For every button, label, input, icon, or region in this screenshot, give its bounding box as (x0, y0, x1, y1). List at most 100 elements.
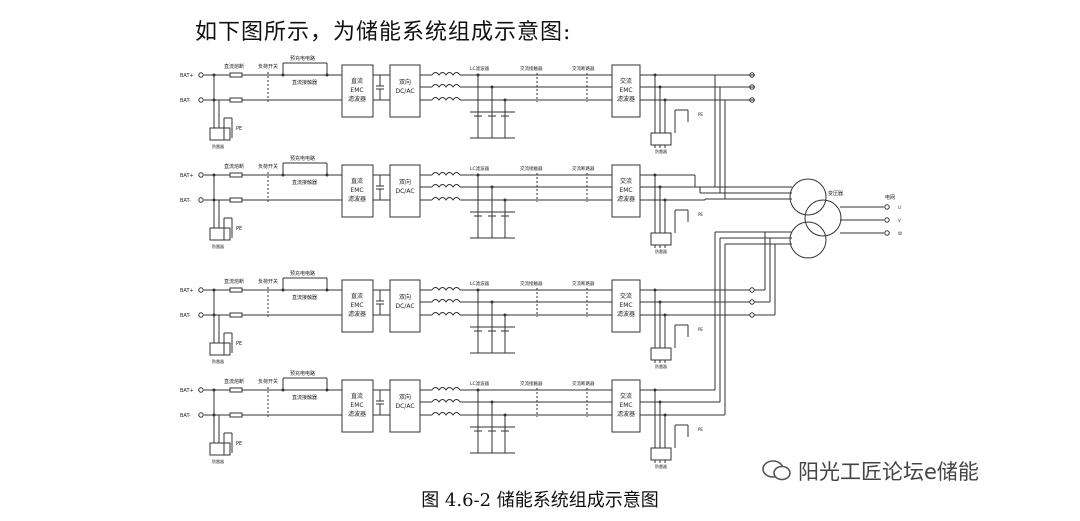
dc-emc-filter (341, 64, 374, 118)
dc-emc-label: 直流 (351, 177, 363, 185)
dcac-label: 双向 (399, 178, 411, 186)
ac-emc-filter (611, 279, 641, 333)
ac-emc-label: EMC (619, 402, 632, 409)
dcac-label: DC/AC (395, 88, 414, 95)
dc-fuse (229, 172, 243, 178)
surge-protector (209, 127, 231, 141)
watermark-text: 阳光工匠论坛e储能 (798, 460, 979, 484)
phase-label: W (898, 231, 902, 236)
dc-contactor-label: 直流接触器 (292, 79, 317, 86)
terminal (884, 204, 890, 210)
junction-dot (281, 388, 285, 392)
dc-fuse (229, 97, 243, 103)
dc-emc-label: 滤波器 (348, 310, 366, 318)
lc-inductor (431, 299, 461, 303)
terminal (749, 299, 755, 305)
junction-dot (325, 73, 329, 77)
terminal (198, 412, 204, 418)
ac-breaker-label: 交流断路器 (572, 65, 595, 72)
dc-emc-filter (341, 164, 374, 218)
bat-pos-label: BAT+ (180, 388, 194, 394)
dc-fuse (229, 312, 243, 318)
bat-neg-label: BAT- (180, 413, 191, 419)
dc-emc-label: 直流 (351, 77, 363, 85)
precharge-label: 预充电电路 (290, 370, 315, 377)
dc-emc-label: EMC (350, 87, 363, 94)
lc-filter-label: LC滤波器 (470, 380, 490, 387)
dc-emc-filter (341, 379, 374, 433)
bat-pos-label: BAT+ (180, 288, 194, 294)
ac-surge-label: 防雷器 (655, 148, 667, 154)
terminal (749, 312, 755, 318)
ac-surge-protector (650, 132, 672, 146)
intro-text: 如下图所示，为储能系统组成示意图: (195, 20, 572, 45)
branch-4: BAT+BAT-直流熔断负荷开关预充电电路直流接触器PE防雷器直流EMC滤波器双… (180, 231, 792, 469)
junction-dot (325, 173, 329, 177)
ac-contactor-label: 交流接触器 (520, 65, 543, 72)
ac-emc-label: 滤波器 (617, 410, 635, 418)
terminal (198, 72, 204, 78)
ac-emc-label: 交流 (620, 392, 632, 400)
dc-fuse (229, 387, 243, 393)
load-switch-label: 负荷开关 (258, 378, 278, 385)
ac-contactor-label: 交流接触器 (520, 165, 543, 172)
dcac-label: 双向 (399, 393, 411, 401)
ac-emc-label: 滤波器 (617, 195, 635, 203)
dc-contactor-label: 直流接触器 (292, 179, 317, 186)
transformer-winding (804, 199, 842, 237)
ac-emc-label: 滤波器 (617, 95, 635, 103)
ac-emc-filter (611, 164, 641, 218)
dc-fuse (229, 287, 243, 293)
junction-dot (281, 288, 285, 292)
surge-label: 防雷器 (212, 143, 224, 149)
ac-surge-label: 防雷器 (655, 363, 667, 369)
ac-emc-filter (611, 379, 641, 433)
terminal (198, 287, 204, 293)
ac-emc-label: EMC (619, 187, 632, 194)
lc-inductor (431, 172, 461, 176)
dcac-label: DC/AC (395, 403, 414, 410)
surge-protector (209, 442, 231, 456)
ac-surge-protector (650, 232, 672, 246)
terminal (198, 172, 204, 178)
dc-fuse-label: 直流熔断 (224, 63, 244, 70)
ac-breaker-label: 交流断路器 (572, 165, 595, 172)
bat-neg-label: BAT- (180, 313, 191, 319)
load-switch-label: 负荷开关 (258, 278, 278, 285)
dc-fuse-label: 直流熔断 (224, 163, 244, 170)
lc-inductor (431, 287, 461, 291)
ac-pe-label: PE (698, 212, 703, 217)
pe-label: PE (236, 126, 242, 132)
lc-inductor (431, 312, 461, 316)
ac-surge-protector (650, 347, 672, 361)
ac-emc-label: 滤波器 (617, 310, 635, 318)
junction-dot (325, 388, 329, 392)
lc-filter-label: LC滤波器 (470, 280, 490, 287)
pe-label: PE (236, 341, 242, 347)
transformer-winding (789, 178, 827, 216)
ac-emc-label: 交流 (620, 177, 632, 185)
lc-inductor (431, 197, 461, 201)
wechat-icon (762, 460, 791, 481)
dc-emc-label: EMC (350, 402, 363, 409)
dc-emc-label: 直流 (351, 392, 363, 400)
ac-surge-label: 防雷器 (655, 463, 667, 469)
dc-fuse (229, 72, 243, 78)
dcac-label: DC/AC (395, 188, 414, 195)
junction-dot (281, 173, 285, 177)
lc-inductor (431, 387, 461, 391)
dc-fuse (229, 197, 243, 203)
dc-emc-filter (341, 279, 374, 333)
ac-pe-label: PE (698, 327, 703, 332)
terminal (198, 312, 204, 318)
load-switch-label: 负荷开关 (258, 63, 278, 70)
branch-3: BAT+BAT-直流熔断负荷开关预充电电路直流接触器PE防雷器直流EMC滤波器双… (180, 231, 792, 369)
dc-emc-label: 滤波器 (348, 195, 366, 203)
energy-storage-diagram: BAT+BAT-直流熔断负荷开关预充电电路直流接触器PE防雷器直流EMC滤波器双… (180, 55, 902, 469)
terminal (884, 230, 890, 236)
ac-breaker-label: 交流断路器 (572, 280, 595, 287)
terminal (198, 197, 204, 203)
lc-inductor (431, 97, 461, 101)
ac-emc-label: 交流 (620, 292, 632, 300)
ac-surge-protector (650, 447, 672, 461)
